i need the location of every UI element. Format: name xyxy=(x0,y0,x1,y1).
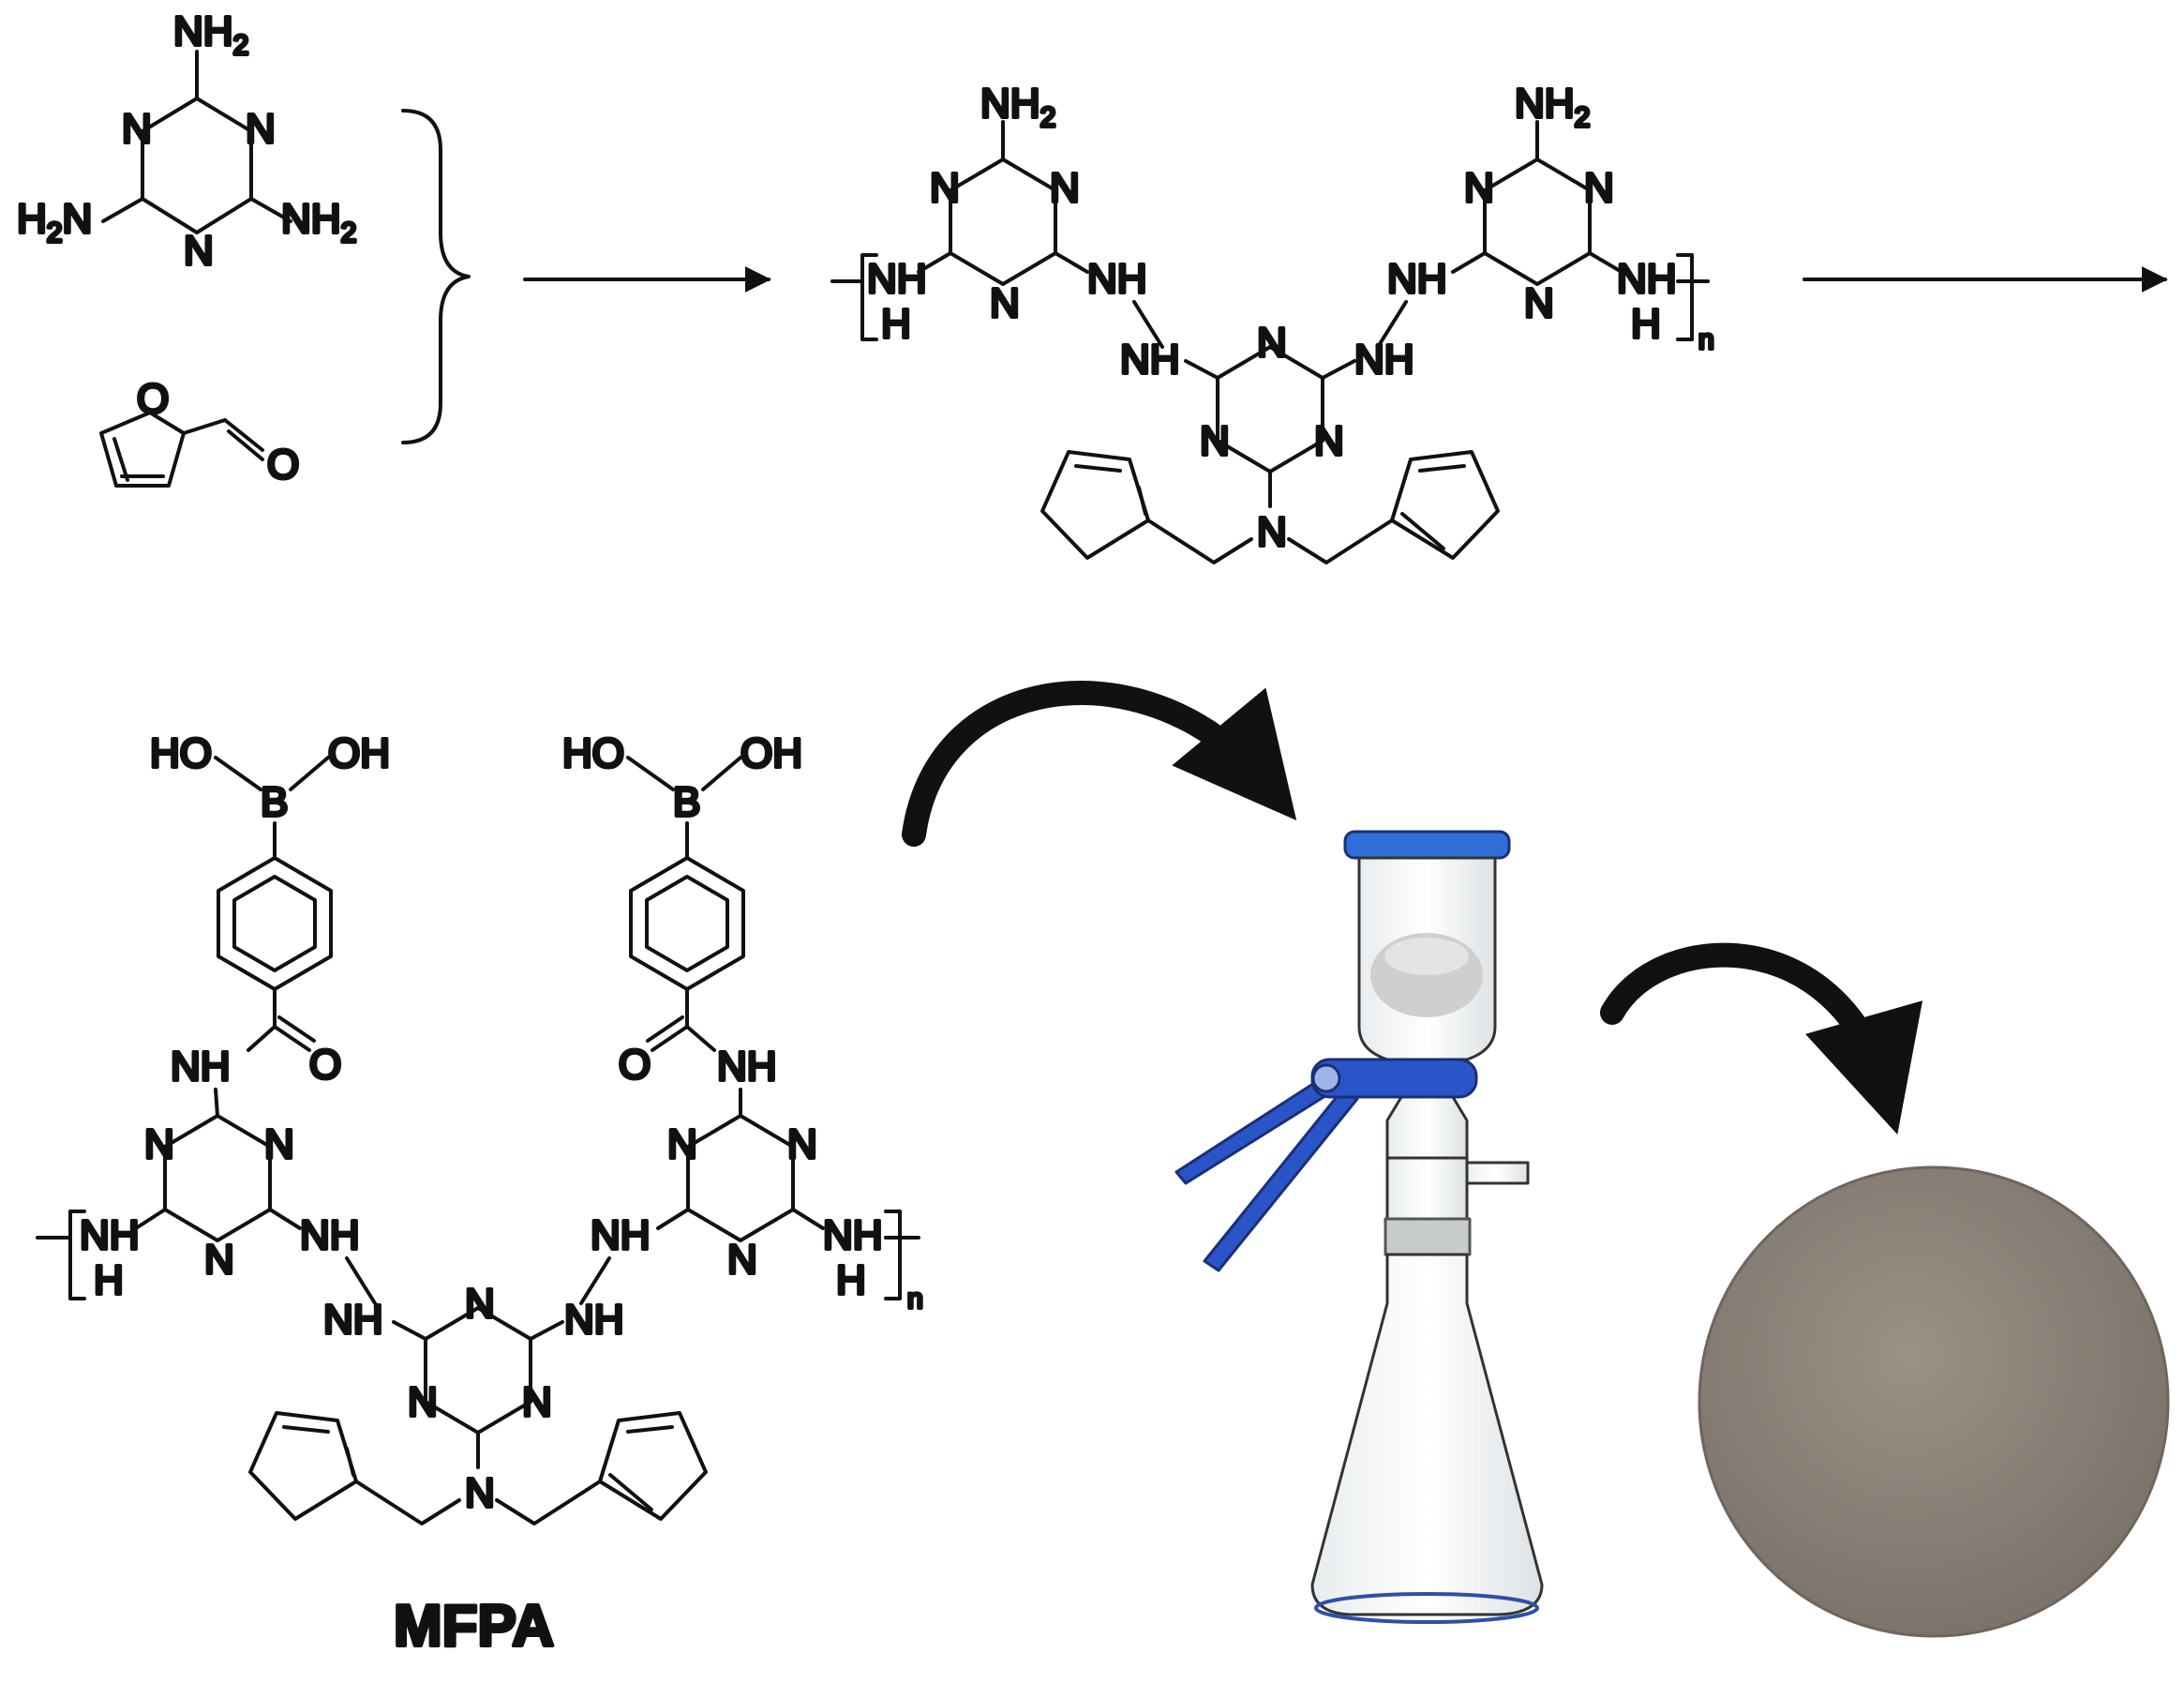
int-center-nh-left: NH xyxy=(1120,337,1180,383)
int-right-hydrazine-nh: NH xyxy=(1387,256,1447,302)
int-right-n2: N xyxy=(1584,165,1614,211)
furfural-ring-oxygen: O xyxy=(137,376,169,422)
melamine-right-amine: NH2 xyxy=(281,196,356,248)
mfpa-right-carbonyl-o: O xyxy=(619,1042,651,1088)
mfpa-center-n1: N xyxy=(465,1281,495,1327)
int-left-n1: N xyxy=(930,165,960,211)
reactant-brace xyxy=(401,109,471,444)
mfpa-right-n2: N xyxy=(787,1121,817,1167)
melamine-n-right: N xyxy=(246,106,276,152)
int-left-n3: N xyxy=(990,280,1020,326)
mfpa-right-nh: NH xyxy=(823,1212,883,1258)
mfpa-right-n3: N xyxy=(727,1237,757,1283)
mfpa-right-boron: B xyxy=(673,779,700,825)
furfural-aldehyde-oxygen: O xyxy=(267,442,299,488)
mfpa-left-h: H xyxy=(94,1257,124,1303)
mfpa-left-n2: N xyxy=(264,1121,294,1167)
mfpa-right-oh: OH xyxy=(740,730,802,776)
int-center-n3: N xyxy=(1314,418,1344,464)
curved-arrow-icon xyxy=(902,681,1297,847)
mfpa-left-carbonyl-o: O xyxy=(309,1042,341,1088)
mfpa-center-n3: N xyxy=(522,1379,552,1425)
int-right-top-amine: NH2 xyxy=(1515,81,1590,133)
mfpa-left-ho: HO xyxy=(150,730,212,776)
melamine-top-amine: NH2 xyxy=(173,8,248,61)
mfpa-right-n1: N xyxy=(667,1121,697,1167)
mfpa-left-n1: N xyxy=(144,1121,174,1167)
furfural-structure: O O xyxy=(99,374,301,489)
melamine-structure: NH2 N N N H2N NH2 xyxy=(15,7,358,276)
mfpa-right-h: H xyxy=(836,1257,866,1303)
int-right-n1: N xyxy=(1464,165,1494,211)
mfpa-right-ho: HO xyxy=(562,730,624,776)
int-left-nh: NH xyxy=(867,256,927,302)
mfpa-left-n3: N xyxy=(204,1237,234,1283)
int-right-n3: N xyxy=(1524,280,1554,326)
mfpa-right-amide-nh: NH xyxy=(717,1044,777,1089)
mfpa-left-nh: NH xyxy=(80,1212,140,1258)
membrane-disc-icon xyxy=(1698,1165,2170,1638)
int-repeat-n: n xyxy=(1698,324,1714,355)
int-right-h: H xyxy=(1631,301,1661,347)
mfpa-right-hydrazine-nh: NH xyxy=(591,1212,651,1258)
int-left-top-amine: NH2 xyxy=(980,81,1055,133)
melamine-left-amine: H2N xyxy=(17,196,92,248)
mfpa-repeat-n: n xyxy=(907,1284,923,1315)
mfpa-center-amine-n: N xyxy=(465,1470,495,1516)
int-right-nh: NH xyxy=(1617,256,1677,302)
mfpa-structure: HO OH B O NH N N N NH H NH HO OH B xyxy=(36,729,925,1525)
filtration-flask-icon xyxy=(1174,830,1544,1624)
mfpa-left-amide-nh: NH xyxy=(171,1044,231,1089)
mfpa-center-n2: N xyxy=(408,1379,438,1425)
int-left-n2: N xyxy=(1050,165,1080,211)
mfpa-center-nh-right: NH xyxy=(564,1297,624,1343)
curved-arrow-icon-2 xyxy=(1600,942,1922,1135)
int-center-n2: N xyxy=(1200,418,1230,464)
mfpa-center-nh-left: NH xyxy=(323,1297,383,1343)
product-label: MFPA xyxy=(394,1594,554,1659)
int-center-nh-right: NH xyxy=(1354,337,1414,383)
intermediate-polymer: NH2 N N N NH H NH NH2 N N N NH NH H n NH… xyxy=(830,79,1716,564)
mfpa-left-boron: B xyxy=(261,779,288,825)
int-center-amine-n: N xyxy=(1257,509,1287,555)
mfpa-left-hydrazine-nh: NH xyxy=(300,1212,360,1258)
melamine-n-bottom: N xyxy=(184,228,214,274)
int-left-hydrazine-nh: NH xyxy=(1087,256,1147,302)
mfpa-left-oh: OH xyxy=(328,730,390,776)
int-center-n1: N xyxy=(1257,320,1287,366)
melamine-n-left: N xyxy=(122,106,152,152)
int-left-h: H xyxy=(881,301,911,347)
